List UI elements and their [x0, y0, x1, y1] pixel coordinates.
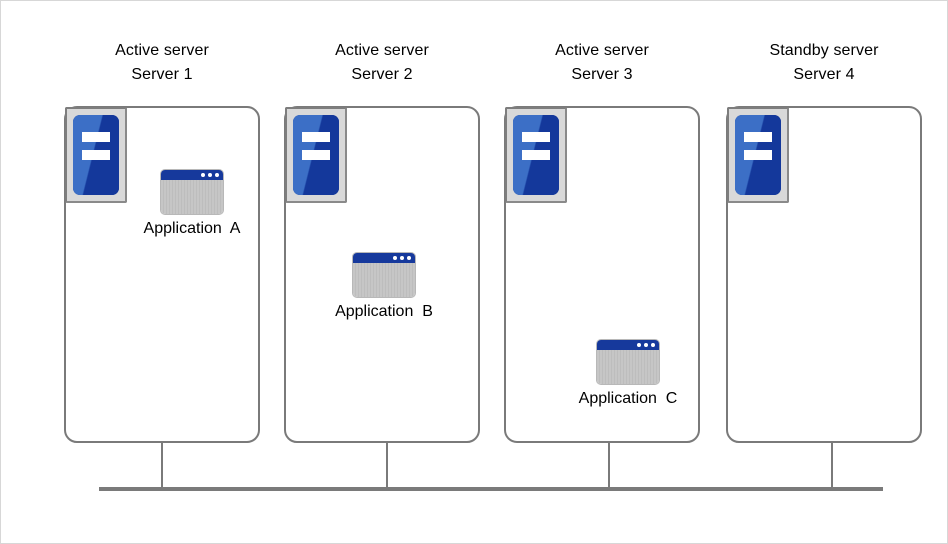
server-name-label-2: Server 2	[351, 66, 413, 83]
server-column-4: Standby server Server 4	[726, 39, 922, 87]
server-column-3: Active server Server 3	[504, 39, 700, 87]
application-window-icon[interactable]	[353, 253, 415, 297]
server-box-3[interactable]: Application C	[504, 106, 700, 443]
application-dot-2	[400, 256, 404, 260]
application-label: Application A	[143, 220, 241, 237]
network-connector-1	[161, 443, 163, 488]
server-box-1[interactable]: Application A	[64, 106, 260, 443]
server-chassis	[293, 115, 339, 195]
server-column-1: Active server Server 1	[64, 39, 260, 87]
application-titlebar	[161, 170, 223, 180]
network-connector-3	[608, 443, 610, 488]
application-dot-1	[201, 173, 205, 177]
application-window-icon[interactable]	[597, 340, 659, 384]
application-dot-3	[215, 173, 219, 177]
server-role-label-2: Active server	[335, 42, 429, 59]
server-chassis	[513, 115, 559, 195]
application-dot-3	[651, 343, 655, 347]
application-titlebar	[353, 253, 415, 263]
server-chassis	[735, 115, 781, 195]
application-dot-2	[208, 173, 212, 177]
application-dot-1	[393, 256, 397, 260]
server-column-2: Active server Server 2	[284, 39, 480, 87]
application-dot-2	[644, 343, 648, 347]
server-role-label-4: Standby server	[769, 42, 879, 59]
server-role-label-1: Active server	[115, 42, 209, 59]
server-icon-bar-top	[744, 132, 772, 142]
server-icon-bar-bottom	[82, 150, 110, 160]
application-dot-3	[407, 256, 411, 260]
server-icon-bar-bottom	[522, 150, 550, 160]
application-c[interactable]: Application C	[558, 340, 698, 409]
network-bus-line	[99, 487, 883, 491]
server-box-2[interactable]: Application B	[284, 106, 480, 443]
server-icon	[65, 107, 127, 203]
server-box-4[interactable]	[726, 106, 922, 443]
application-label: Application B	[335, 303, 433, 320]
server-icon-bar-bottom	[302, 150, 330, 160]
network-connector-4	[831, 443, 833, 488]
application-label: Application C	[578, 390, 678, 407]
server-icon	[727, 107, 789, 203]
server-icon-bar-top	[302, 132, 330, 142]
server-name-label-1: Server 1	[131, 66, 193, 83]
application-titlebar	[597, 340, 659, 350]
application-dot-1	[637, 343, 641, 347]
application-window-icon[interactable]	[161, 170, 223, 214]
server-name-label-3: Server 3	[571, 66, 633, 83]
server-icon-bar-bottom	[744, 150, 772, 160]
server-icon-bar-top	[82, 132, 110, 142]
application-a[interactable]: Application A	[122, 170, 262, 239]
server-icon-bar-top	[522, 132, 550, 142]
server-name-label-4: Server 4	[793, 66, 855, 83]
server-icon	[505, 107, 567, 203]
network-connector-2	[386, 443, 388, 488]
server-icon	[285, 107, 347, 203]
server-role-label-3: Active server	[555, 42, 649, 59]
server-chassis	[73, 115, 119, 195]
application-b[interactable]: Application B	[314, 253, 454, 322]
